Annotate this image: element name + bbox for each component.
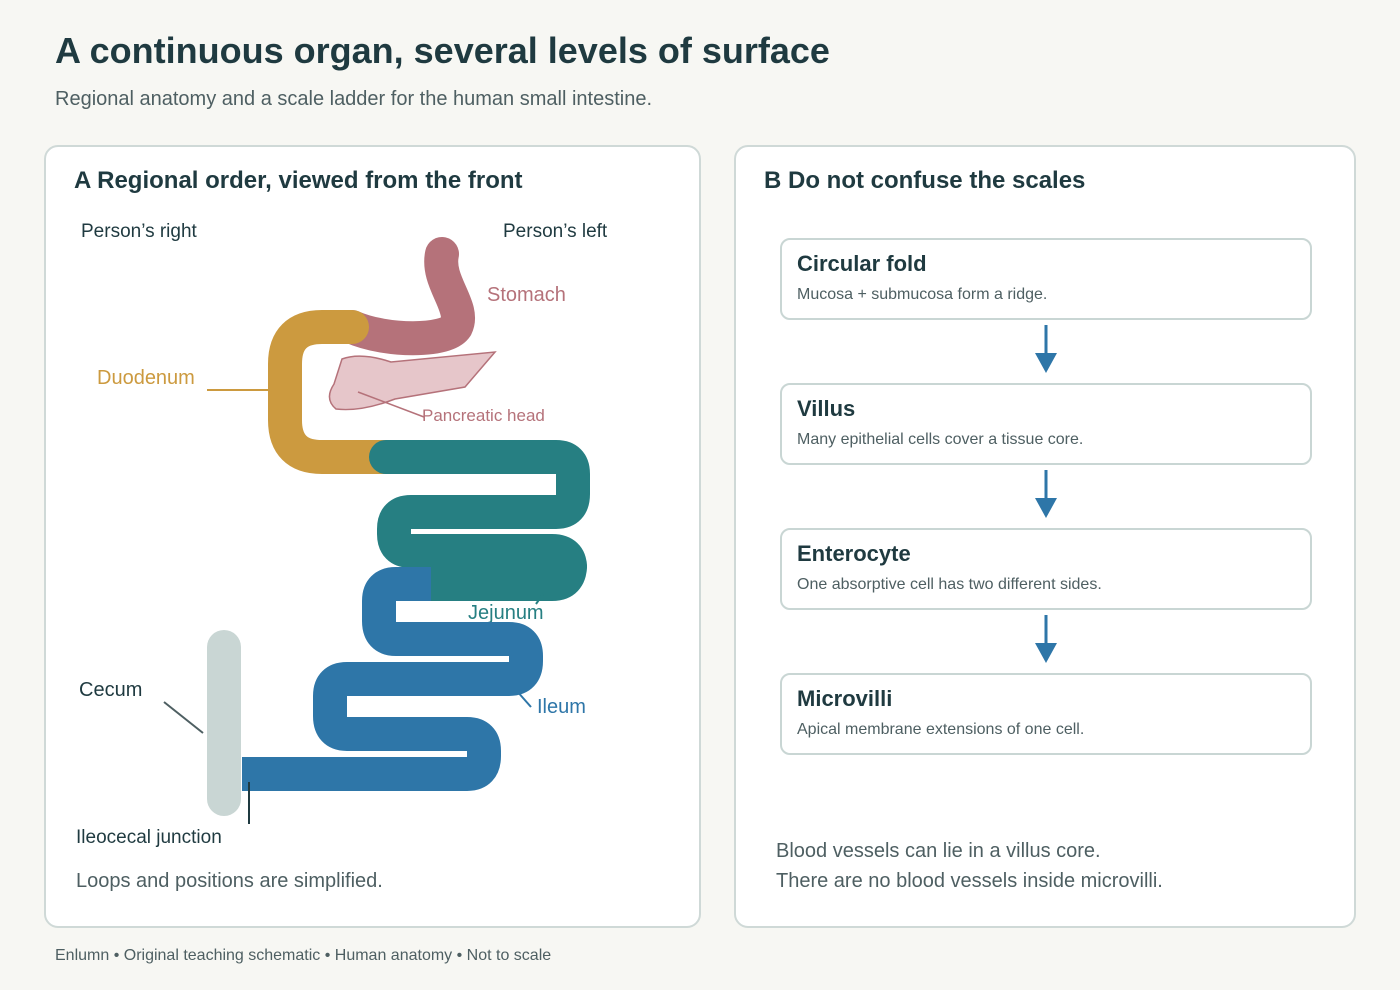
duodenum-shape bbox=[268, 310, 403, 474]
scale-card-name: Microvilli bbox=[797, 686, 893, 711]
scale-card-microvilli: Microvilli Apical membrane extensions of… bbox=[780, 673, 1312, 755]
pancreatic-head-label: Pancreatic head bbox=[422, 406, 545, 425]
scale-card-villus: Villus Many epithelial cells cover a tis… bbox=[780, 383, 1312, 465]
scale-card-name: Enterocyte bbox=[797, 541, 911, 566]
page-subtitle: Regional anatomy and a scale ladder for … bbox=[55, 88, 653, 110]
scale-card-description: One absorptive cell has two different si… bbox=[797, 576, 1102, 593]
jejunum-shape bbox=[369, 440, 590, 601]
down-arrow-icon bbox=[1035, 470, 1057, 518]
duodenum-label: Duodenum bbox=[97, 367, 195, 389]
ileocecal-junction-label: Ileocecal junction bbox=[76, 827, 222, 848]
panel-b-note-microvilli-vessels: There are no blood vessels inside microv… bbox=[776, 870, 1163, 892]
cecum-leader-line bbox=[163, 701, 204, 734]
footer-credit: Enlumn • Original teaching schematic • H… bbox=[55, 947, 552, 964]
cecum-label: Cecum bbox=[79, 679, 142, 701]
orientation-left-label: Person’s left bbox=[503, 221, 608, 242]
down-arrow-icon bbox=[1035, 325, 1057, 373]
scale-card-name: Circular fold bbox=[797, 251, 927, 276]
down-arrow-icon bbox=[1035, 615, 1057, 663]
panel-regional-order: A Regional order, viewed from the front … bbox=[44, 145, 701, 928]
scale-card-description: Many epithelial cells cover a tissue cor… bbox=[797, 431, 1084, 448]
jejunum-leader-line bbox=[535, 593, 544, 605]
scale-card-name: Villus bbox=[797, 396, 856, 421]
scale-card-description: Apical membrane extensions of one cell. bbox=[797, 721, 1085, 738]
scale-card-circular-fold: Circular fold Mucosa + submucosa form a … bbox=[780, 238, 1312, 320]
panel-a-note: Loops and positions are simplified. bbox=[76, 870, 383, 892]
orientation-right-label: Person’s right bbox=[81, 221, 198, 242]
scale-card-description: Mucosa + submucosa form a ridge. bbox=[797, 286, 1048, 303]
ileum-leader-line bbox=[515, 689, 532, 708]
stomach-label: Stomach bbox=[487, 284, 566, 306]
panel-scale-ladder: B Do not confuse the scales Circular fol… bbox=[734, 145, 1356, 928]
pancreatic-head-leader-line bbox=[357, 391, 425, 418]
jejunum-label: Jejunum bbox=[468, 602, 544, 624]
stomach-shape bbox=[335, 237, 475, 356]
panel-b-title: B Do not confuse the scales bbox=[764, 167, 1086, 194]
intestine-diagram: Person’s right Person’s left Stomach Duo… bbox=[76, 221, 608, 892]
scale-card-enterocyte: Enterocyte One absorptive cell has two d… bbox=[780, 528, 1312, 610]
panel-b-note-villus-vessels: Blood vessels can lie in a villus core. bbox=[776, 840, 1101, 862]
panel-a-title: A Regional order, viewed from the front bbox=[74, 167, 523, 194]
ileum-label: Ileum bbox=[537, 696, 586, 718]
pancreatic-head-shape bbox=[328, 351, 497, 411]
cecum-shape bbox=[207, 630, 241, 816]
ileum-shape bbox=[242, 567, 543, 791]
page-title: A continuous organ, several levels of su… bbox=[55, 30, 830, 71]
